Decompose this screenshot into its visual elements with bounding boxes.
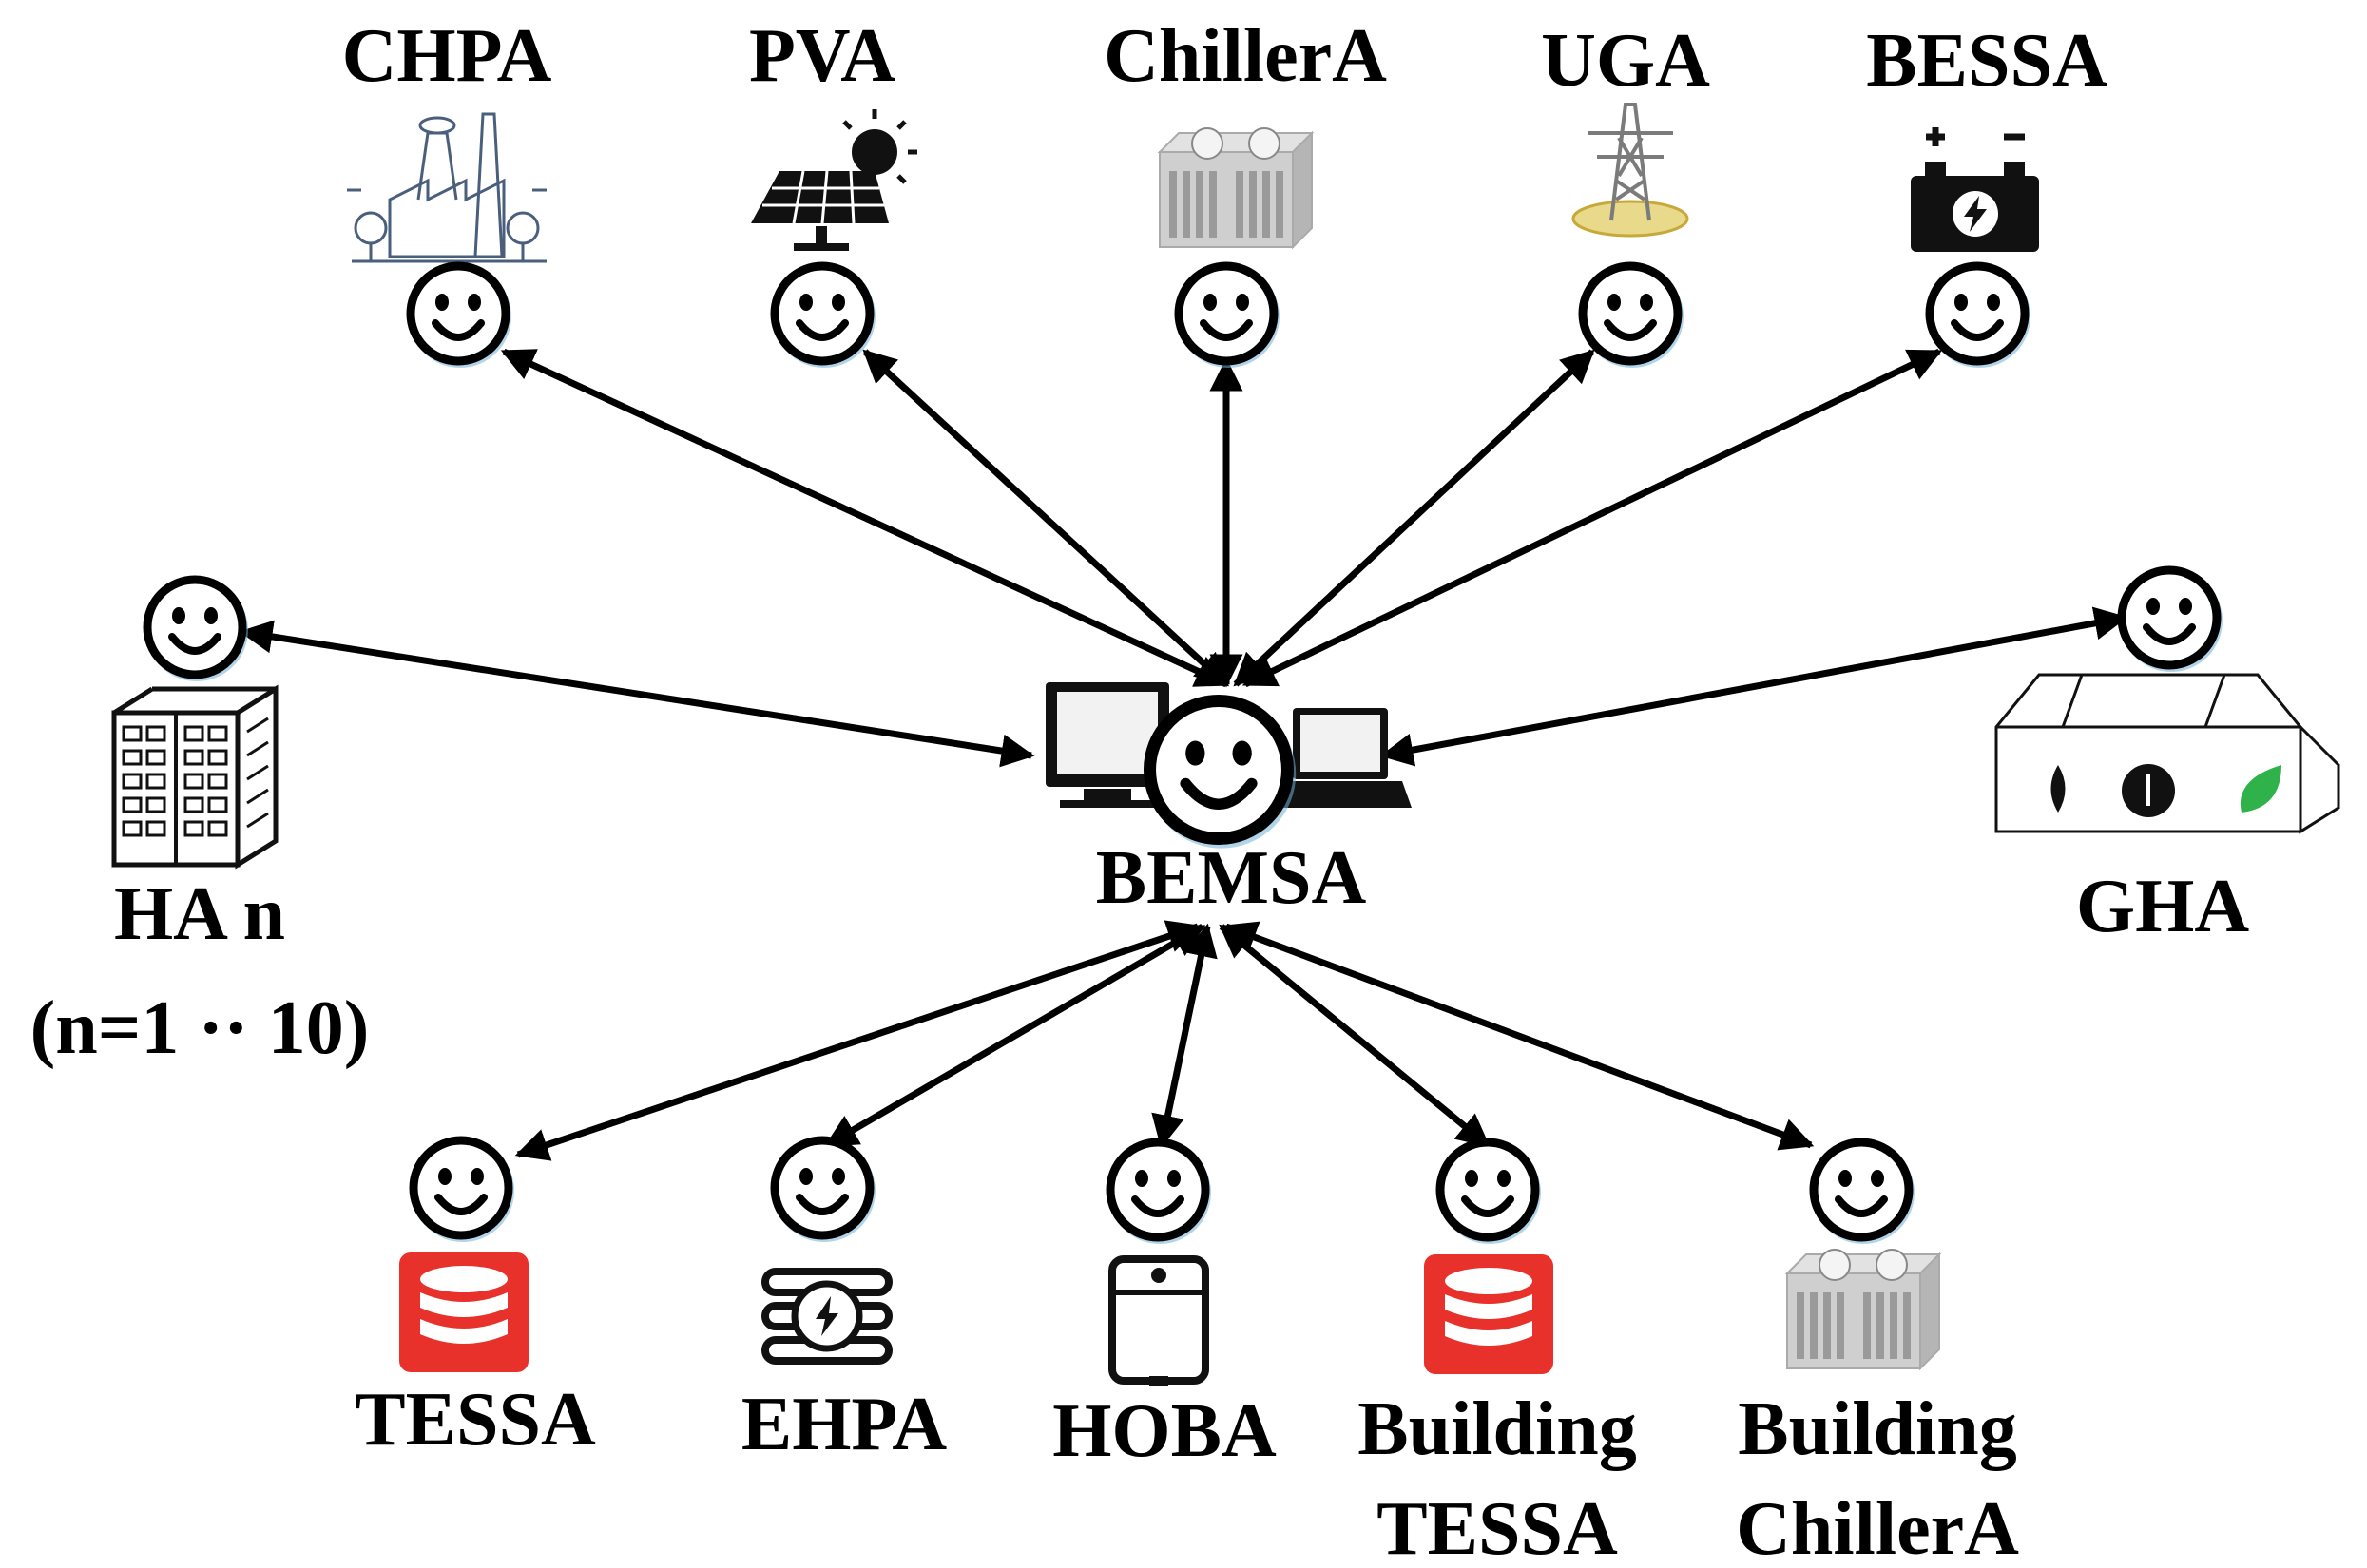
smiley-icon (2122, 570, 2221, 670)
smiley-icon (1110, 1142, 1209, 1242)
smiley-icon (1150, 701, 1294, 846)
bottom-agent-building-tessa: Building TESSA (1357, 1142, 1637, 1568)
agent-label: ChillerA (1104, 14, 1387, 98)
smiley-icon (1583, 266, 1682, 366)
smiley-icon (1930, 266, 2029, 366)
agent-label: TESSA (355, 1378, 596, 1462)
agent-sublabel: ChillerA (1736, 1487, 2019, 1568)
agent-label: PVA (749, 14, 895, 98)
battery-icon (1911, 127, 2039, 252)
chiller-icon (1159, 127, 1313, 248)
thermal-storage-icon (1424, 1254, 1553, 1374)
solar-panel-icon (751, 109, 917, 251)
smiley-icon (775, 266, 874, 366)
edge-chpa (500, 348, 1230, 688)
edge-building-chillera (1222, 921, 1815, 1151)
smiley-icon (1440, 1142, 1539, 1242)
agent-label: Building (1738, 1387, 2017, 1471)
center-agent: BEMSA (1046, 682, 1412, 920)
bottom-agent-hoba: HOBA (1052, 1142, 1277, 1473)
heat-pump-icon (761, 1268, 893, 1365)
chp-plant-icon (347, 112, 547, 263)
agent-label: HOBA (1052, 1389, 1277, 1473)
power-tower-icon (1571, 103, 1689, 238)
edge-pva (862, 349, 1229, 687)
greenhouse-icon (1994, 673, 2340, 834)
top-agent-pva: PVA (749, 14, 917, 366)
smiley-icon (147, 580, 246, 679)
agent-sublabel: (n=1 ·· 10) (30, 986, 370, 1070)
smiley-icon (775, 1140, 874, 1240)
agent-label: GHA (2076, 865, 2249, 948)
boiler-icon (1108, 1255, 1209, 1386)
smiley-icon (1814, 1142, 1913, 1242)
smiley-icon (414, 1140, 512, 1240)
edge-ha (239, 620, 1035, 768)
top-agent-bessa: BESSA (1866, 19, 2107, 366)
edge-ehpa (823, 923, 1206, 1149)
edge-hoba (1151, 923, 1218, 1149)
agent-label: BESSA (1866, 19, 2107, 103)
smiley-icon (1179, 266, 1278, 366)
top-agent-uga: UGA (1541, 19, 1710, 366)
edge-gha (1379, 606, 2128, 767)
bottom-agent-ehpa: EHPA (741, 1140, 948, 1466)
chiller-icon (1786, 1249, 1940, 1369)
bottom-agent-tessa: TESSA (355, 1140, 596, 1462)
edge-tessa (514, 920, 1202, 1161)
top-agent-chpa: CHPA (342, 14, 552, 366)
computer-icon (1046, 682, 1412, 808)
left-agent-ha: HA n (n=1 ·· 10) (30, 580, 370, 1070)
thermal-storage-icon (399, 1252, 529, 1372)
agent-label: EHPA (741, 1383, 948, 1466)
edge-bessa (1241, 348, 1943, 688)
agent-label: HA n (114, 872, 285, 956)
bottom-agent-building-chillera: Building ChillerA (1736, 1142, 2019, 1568)
right-agent-gha: GHA (1994, 570, 2340, 948)
agent-label: CHPA (342, 14, 552, 98)
connections (239, 348, 2128, 1161)
center-label: BEMSA (1096, 836, 1367, 920)
agent-label: UGA (1541, 19, 1710, 103)
agent-label: Building (1357, 1387, 1637, 1471)
agent-sublabel: TESSA (1376, 1487, 1618, 1568)
top-agent-chillera: ChillerA (1104, 14, 1387, 366)
edge-building-tessa (1219, 924, 1491, 1148)
edge-uga (1233, 349, 1595, 687)
apartment-building-icon (111, 684, 279, 870)
smiley-icon (411, 266, 510, 366)
